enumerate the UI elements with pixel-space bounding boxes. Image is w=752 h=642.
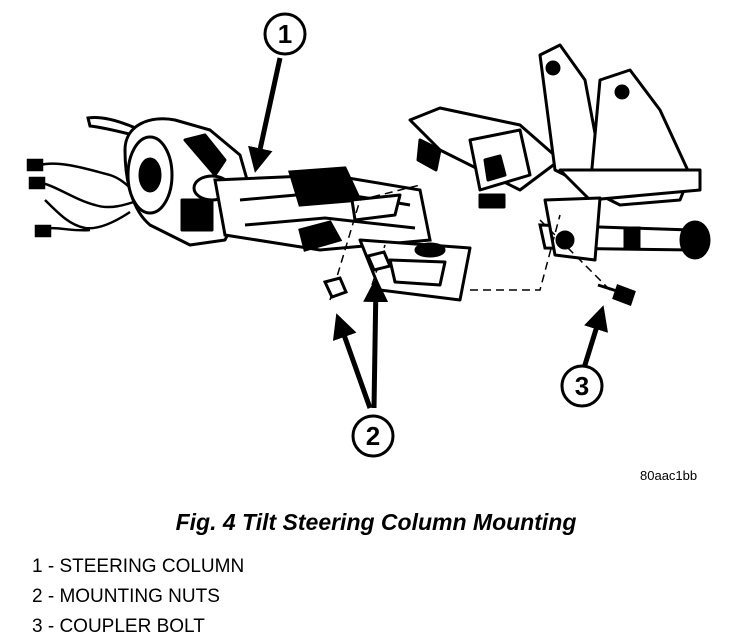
legend-item-3: 3 - COUPLER BOLT bbox=[32, 616, 205, 637]
callout-2: 2 bbox=[351, 414, 395, 458]
callout-2-label: 2 bbox=[366, 421, 380, 451]
callout-3-label: 3 bbox=[575, 371, 589, 401]
callout-1-label: 1 bbox=[278, 19, 292, 49]
legend-item-1: 1 - STEERING COLUMN bbox=[32, 556, 245, 577]
legend-item-2: 2 - MOUNTING NUTS bbox=[32, 586, 220, 607]
arrow-2b bbox=[363, 277, 389, 409]
arrow-2a bbox=[332, 313, 373, 409]
mounting-nuts bbox=[322, 250, 393, 299]
wiring-harness bbox=[26, 158, 141, 238]
coupler-bolt bbox=[597, 283, 636, 306]
callout-arrows bbox=[248, 57, 609, 409]
column-tube bbox=[213, 166, 432, 252]
support-bracket bbox=[408, 43, 702, 262]
column-housing bbox=[123, 117, 252, 247]
arrow-1 bbox=[248, 57, 283, 173]
arrow-3 bbox=[581, 305, 609, 369]
image-code: 80aac1bb bbox=[640, 468, 698, 483]
legend: 1 - STEERING COLUMN 2 - MOUNTING NUTS 3 … bbox=[32, 552, 244, 642]
callout-1: 1 bbox=[263, 12, 307, 56]
figure-caption: Fig. 4 Tilt Steering Column Mounting bbox=[175, 509, 577, 535]
steering-column-illustration: 1 2 3 bbox=[26, 12, 711, 458]
callout-3: 3 bbox=[560, 364, 604, 408]
